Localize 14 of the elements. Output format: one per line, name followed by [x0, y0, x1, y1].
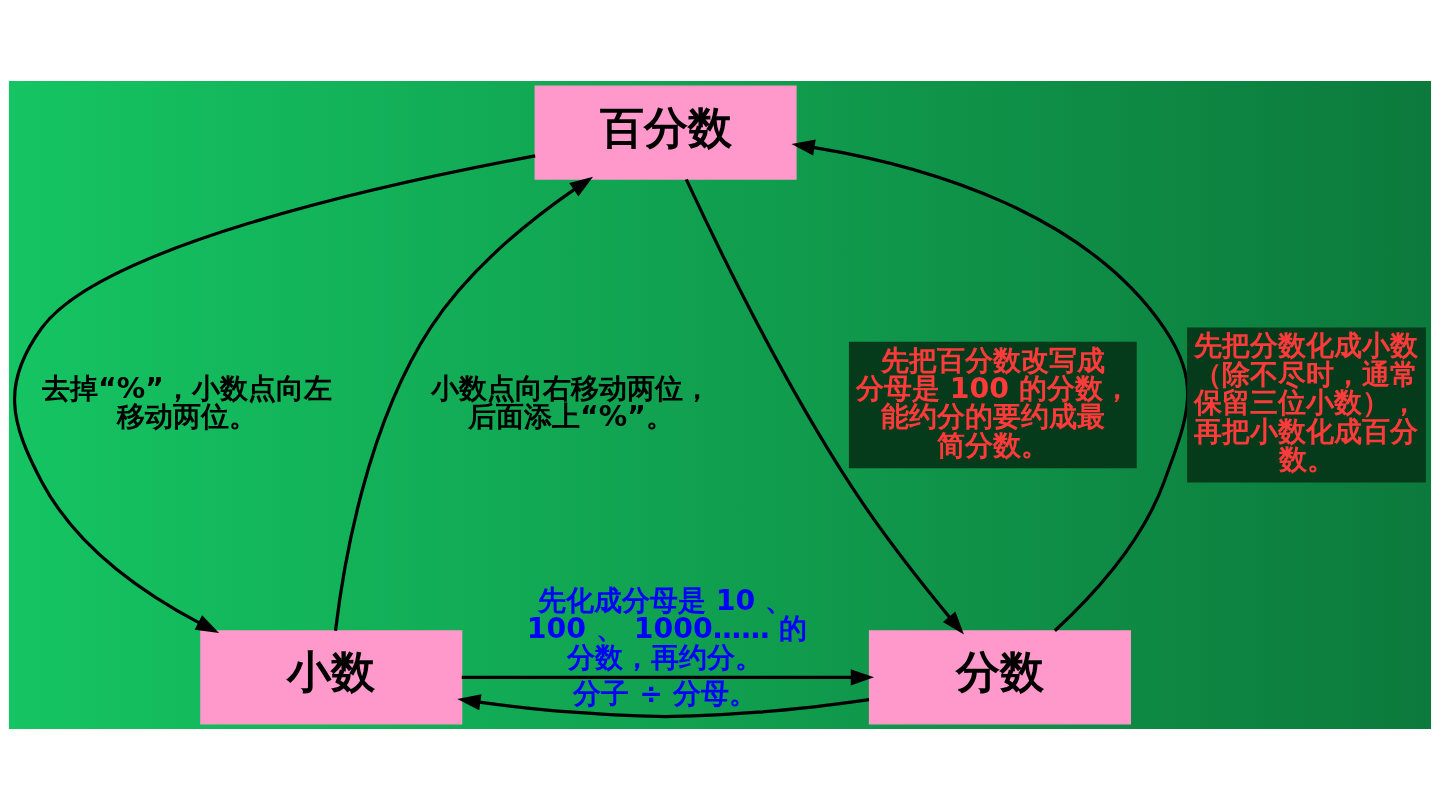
edge-label: 先把分数化成小数（除不尽时，通常保留三位小数），再把小数化成百分数。	[1194, 329, 1419, 477]
node-box: 小数	[200, 630, 463, 725]
edge-label: 去掉“%”，小数点向左移动两位。	[42, 372, 332, 434]
edge-label: 先把百分数改写成分母是 100 的分数，能约分的要约成最简分数。	[855, 343, 1131, 462]
arrow	[333, 176, 594, 631]
edge-label: 分子 ÷ 分母。	[573, 676, 757, 710]
arrow	[13, 154, 536, 633]
arrow	[684, 178, 964, 635]
edge-label: 先化成分母是 10 、 100 、 1000…… 的分数，再约分。	[526, 583, 808, 674]
arrow	[461, 669, 875, 686]
node-box: 分数	[868, 630, 1131, 725]
node-box: 百分数	[534, 85, 797, 180]
edge-label: 小数点向右移动两位，后面添上“%”。	[430, 372, 711, 434]
arrow	[457, 694, 870, 719]
